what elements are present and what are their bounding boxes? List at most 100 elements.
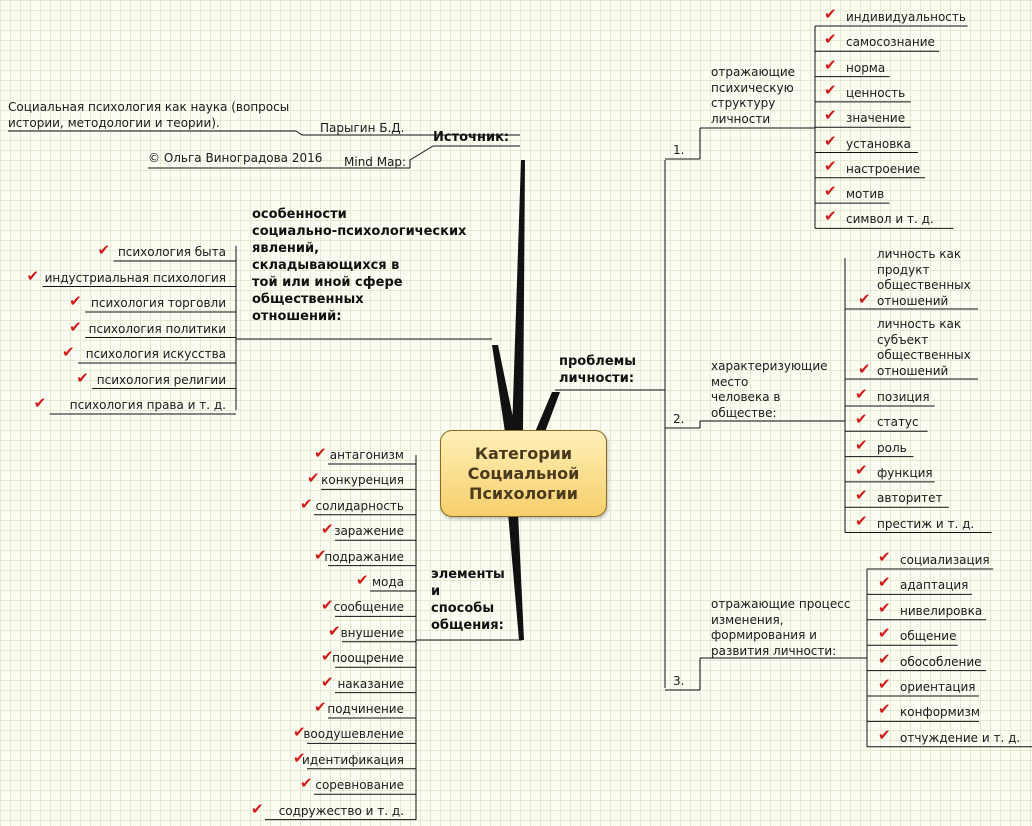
check-mark-icon: ✔ bbox=[314, 444, 327, 462]
personality-item-line[interactable]: общественных bbox=[877, 348, 971, 362]
personality-item[interactable]: установка bbox=[846, 136, 911, 151]
communication-item[interactable]: сообщение bbox=[333, 600, 404, 615]
personality-item[interactable]: самосознание bbox=[846, 35, 935, 50]
communication-item[interactable]: наказание bbox=[337, 676, 404, 691]
central-topic[interactable]: Категории Социальной Психологии bbox=[440, 430, 607, 517]
communication-title-line[interactable]: элементы bbox=[431, 567, 505, 582]
check-mark-icon: ✔ bbox=[328, 621, 341, 640]
mindmap-label[interactable]: Mind Map: bbox=[344, 155, 407, 169]
group-label-line[interactable]: структуру bbox=[711, 96, 776, 110]
personality-item-line[interactable]: личность как bbox=[877, 247, 962, 261]
group-label-line[interactable]: характеризующие bbox=[711, 359, 828, 373]
check-mark-icon: ✔ bbox=[878, 649, 891, 668]
check-mark-icon: ✔ bbox=[321, 647, 334, 666]
personality-item[interactable]: социализация bbox=[900, 553, 990, 567]
check-mark-icon: ✔ bbox=[76, 368, 89, 387]
personality-item-line[interactable]: продукт bbox=[877, 262, 930, 277]
communication-item[interactable]: солидарность bbox=[315, 498, 404, 513]
check-mark-icon: ✔ bbox=[855, 486, 868, 505]
personality-item-line[interactable]: общественных bbox=[877, 278, 971, 292]
personality-item[interactable]: отчуждение и т. д. bbox=[900, 730, 1021, 745]
features-item[interactable]: психология быта bbox=[117, 245, 226, 259]
group-label-line[interactable]: отражающие bbox=[711, 65, 796, 79]
features-title-line[interactable]: отношений: bbox=[252, 309, 342, 324]
communication-item[interactable]: антагонизм bbox=[329, 448, 404, 462]
communication-item[interactable]: конкуренция bbox=[321, 473, 404, 488]
communication-item[interactable]: содружество и т. д. bbox=[278, 803, 404, 818]
features-title-line[interactable]: общественных bbox=[252, 292, 364, 307]
features-item[interactable]: психология искусства bbox=[85, 347, 226, 361]
personality-title-line[interactable]: личности: bbox=[559, 371, 635, 386]
communication-item[interactable]: подчинение bbox=[327, 702, 404, 716]
features-item[interactable]: психология права и т. д. bbox=[69, 398, 226, 412]
source-author[interactable]: Парыгин Б.Д. bbox=[320, 121, 405, 135]
personality-item[interactable]: значение bbox=[846, 111, 906, 126]
communication-title-line[interactable]: общения: bbox=[431, 618, 504, 633]
personality-item[interactable]: статус bbox=[877, 415, 919, 430]
features-title-line[interactable]: той или иной сфере bbox=[252, 275, 403, 290]
communication-title-line[interactable]: способы bbox=[431, 601, 495, 616]
group-label-line[interactable]: обществе: bbox=[711, 405, 777, 420]
check-mark-icon: ✔ bbox=[858, 360, 871, 378]
group-label-line[interactable]: человека в bbox=[711, 390, 781, 404]
features-title-line[interactable]: особенности bbox=[252, 207, 347, 222]
personality-title-line[interactable]: проблемы bbox=[559, 354, 637, 369]
personality-item[interactable]: норма bbox=[846, 60, 886, 75]
group-label-line[interactable]: отражающие процесс bbox=[711, 597, 851, 611]
central-topic-line: Категории bbox=[474, 443, 573, 463]
personality-item[interactable]: ориентация bbox=[900, 680, 976, 694]
personality-item-line[interactable]: отношений bbox=[877, 293, 949, 308]
personality-item[interactable]: нивелировка bbox=[900, 603, 983, 618]
communication-item[interactable]: внушение bbox=[340, 625, 404, 640]
features-title-line[interactable]: складывающихся в bbox=[252, 258, 400, 273]
communication-item[interactable]: заражение bbox=[334, 524, 404, 539]
group-label-line[interactable]: формирования и bbox=[711, 628, 817, 642]
personality-item[interactable]: позиция bbox=[877, 390, 930, 404]
check-mark-icon: ✔ bbox=[69, 317, 82, 336]
communication-item[interactable]: соревнование bbox=[315, 778, 404, 793]
personality-item[interactable]: конформизм bbox=[900, 705, 980, 720]
features-title-line[interactable]: явлений, bbox=[252, 241, 320, 256]
main-branch-features bbox=[492, 345, 516, 432]
personality-item[interactable]: функция bbox=[877, 465, 933, 480]
check-mark-icon: ✔ bbox=[824, 30, 837, 49]
personality-item-line[interactable]: личность как bbox=[877, 317, 962, 331]
communication-item[interactable]: воодушевление bbox=[303, 727, 404, 742]
group-label-line[interactable]: психическую bbox=[711, 80, 794, 95]
personality-item[interactable]: символ и т. д. bbox=[846, 212, 934, 227]
features-item[interactable]: психология политики bbox=[88, 321, 226, 336]
personality-item[interactable]: престиж и т. д. bbox=[877, 516, 975, 531]
group-label-line[interactable]: место bbox=[711, 374, 749, 389]
communication-item[interactable]: поощрение bbox=[332, 651, 404, 666]
features-item[interactable]: психология торговли bbox=[91, 296, 226, 310]
group-label-line[interactable]: изменения, bbox=[711, 612, 784, 627]
personality-item[interactable]: адаптация bbox=[900, 578, 969, 593]
check-mark-icon: ✔ bbox=[321, 672, 334, 691]
features-item[interactable]: индустриальная психология bbox=[44, 270, 226, 285]
group-number[interactable]: 1. bbox=[673, 143, 685, 157]
source-title[interactable]: Источник: bbox=[433, 130, 510, 145]
personality-item[interactable]: мотив bbox=[846, 187, 885, 202]
communication-item[interactable]: подражание bbox=[324, 549, 404, 564]
communication-item[interactable]: мода bbox=[371, 575, 404, 589]
personality-item[interactable]: индивидуальность bbox=[846, 10, 966, 24]
personality-item[interactable]: ценность bbox=[846, 85, 906, 100]
check-mark-icon: ✔ bbox=[293, 748, 306, 767]
personality-item[interactable]: обособление bbox=[900, 654, 982, 669]
features-title-line[interactable]: социально-психологических bbox=[252, 224, 467, 239]
group-number[interactable]: 2. bbox=[673, 412, 685, 426]
copyright-note: © Ольга Виноградова 2016 bbox=[148, 151, 323, 165]
group-label-line[interactable]: личности bbox=[711, 111, 771, 126]
check-mark-icon: ✔ bbox=[855, 511, 868, 530]
personality-item[interactable]: роль bbox=[877, 440, 907, 455]
personality-item[interactable]: авторитет bbox=[877, 491, 943, 506]
personality-item-line[interactable]: субъект bbox=[877, 332, 929, 347]
personality-item[interactable]: общение bbox=[900, 629, 957, 644]
personality-item-line[interactable]: отношений bbox=[877, 363, 949, 378]
group-number[interactable]: 3. bbox=[673, 674, 685, 688]
group-label-line[interactable]: развития личности: bbox=[711, 643, 837, 658]
communication-title-line[interactable]: и bbox=[431, 584, 441, 599]
personality-item[interactable]: настроение bbox=[846, 161, 921, 176]
features-item[interactable]: психология религии bbox=[96, 372, 226, 387]
communication-item[interactable]: идентификация bbox=[302, 752, 404, 767]
